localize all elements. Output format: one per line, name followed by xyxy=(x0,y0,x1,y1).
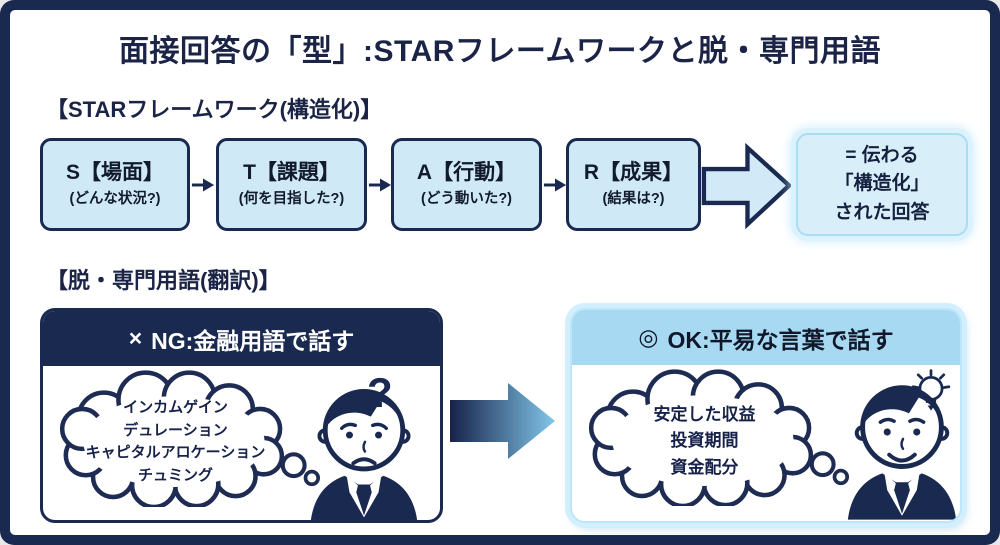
ng-card-header: × NG:金融用語で話す xyxy=(43,311,440,366)
thought-cloud-icon xyxy=(59,370,321,507)
cross-icon: × xyxy=(128,325,143,351)
ok-card: ◎ OK:平易な言葉で話す 安定した収益 xyxy=(570,308,962,523)
star-step-a: A【行動】 (どう動いた?) xyxy=(391,138,542,231)
gradient-arrow-icon xyxy=(450,383,555,459)
double-circle-icon: ◎ xyxy=(638,324,659,350)
ng-jargon-term: キャピタルアロケーション xyxy=(85,444,266,461)
star-result-box: = 伝わる 「構造化」 された回答 xyxy=(796,133,968,236)
star-step-r-question: (結果は?) xyxy=(602,190,665,207)
ok-plain-term: 安定した収益 xyxy=(653,405,756,424)
ng-jargon-list: インカムゲイン デュレーション キャピタルアロケーション チュミング xyxy=(53,397,298,487)
thought-cloud-icon xyxy=(588,369,850,506)
ng-jargon-term: チュミング xyxy=(137,466,213,484)
ng-jargon-term: インカムゲイン xyxy=(123,399,228,416)
lightbulb-icon xyxy=(911,369,951,411)
ng-jargon-term: デュレーション xyxy=(123,421,228,439)
ng-card: × NG:金融用語で話す インカムゲイン xyxy=(40,308,443,523)
star-section-heading: 【STARフレームワーク(構造化)】 xyxy=(46,97,383,122)
star-step-r: R【成果】 (結果は?) xyxy=(566,138,701,231)
ok-plain-words-list: 安定した収益 投資期間 資金配分 xyxy=(582,402,827,481)
star-step-s-label: S【場面】 xyxy=(65,161,164,185)
jargon-section-heading: 【脱・専門用語(翻訳)】 xyxy=(46,268,281,293)
star-step-a-question: (どう動いた?) xyxy=(420,190,512,207)
ok-plain-term: 資金配分 xyxy=(670,457,739,477)
question-mark-icon: ? xyxy=(367,369,393,416)
ok-card-title: OK:平易な言葉で話す xyxy=(667,326,894,353)
star-step-s-question: (どんな状況?) xyxy=(69,190,161,207)
ng-card-title: NG:金融用語で話す xyxy=(151,327,355,354)
arrow-right-icon xyxy=(543,178,567,192)
confused-person-icon xyxy=(310,389,418,520)
star-step-r-label: R【成果】 xyxy=(583,161,684,185)
result-line-3: された回答 xyxy=(834,201,930,223)
ok-card-header: ◎ OK:平易な言葉で話す xyxy=(572,310,960,365)
result-line-1: = 伝わる xyxy=(845,144,919,166)
big-outline-arrow-icon xyxy=(701,142,793,230)
page-title: 面接回答の「型」:STARフレームワークと脱・専門用語 xyxy=(118,35,882,68)
result-line-2: 「構造化」 xyxy=(834,173,930,195)
star-step-t-question: (何を目指した?) xyxy=(238,190,345,207)
star-step-a-label: A【行動】 xyxy=(416,161,517,185)
star-step-t-label: T【課題】 xyxy=(243,161,340,185)
star-step-t: T【課題】 (何を目指した?) xyxy=(216,138,367,231)
canvas: 面接回答の「型」:STARフレームワークと脱・専門用語 【STARフレームワーク… xyxy=(10,10,990,535)
arrow-right-icon xyxy=(191,178,215,192)
arrow-right-icon xyxy=(368,178,392,192)
ok-plain-term: 投資期間 xyxy=(670,431,739,451)
star-step-s: S【場面】 (どんな状況?) xyxy=(40,138,190,231)
